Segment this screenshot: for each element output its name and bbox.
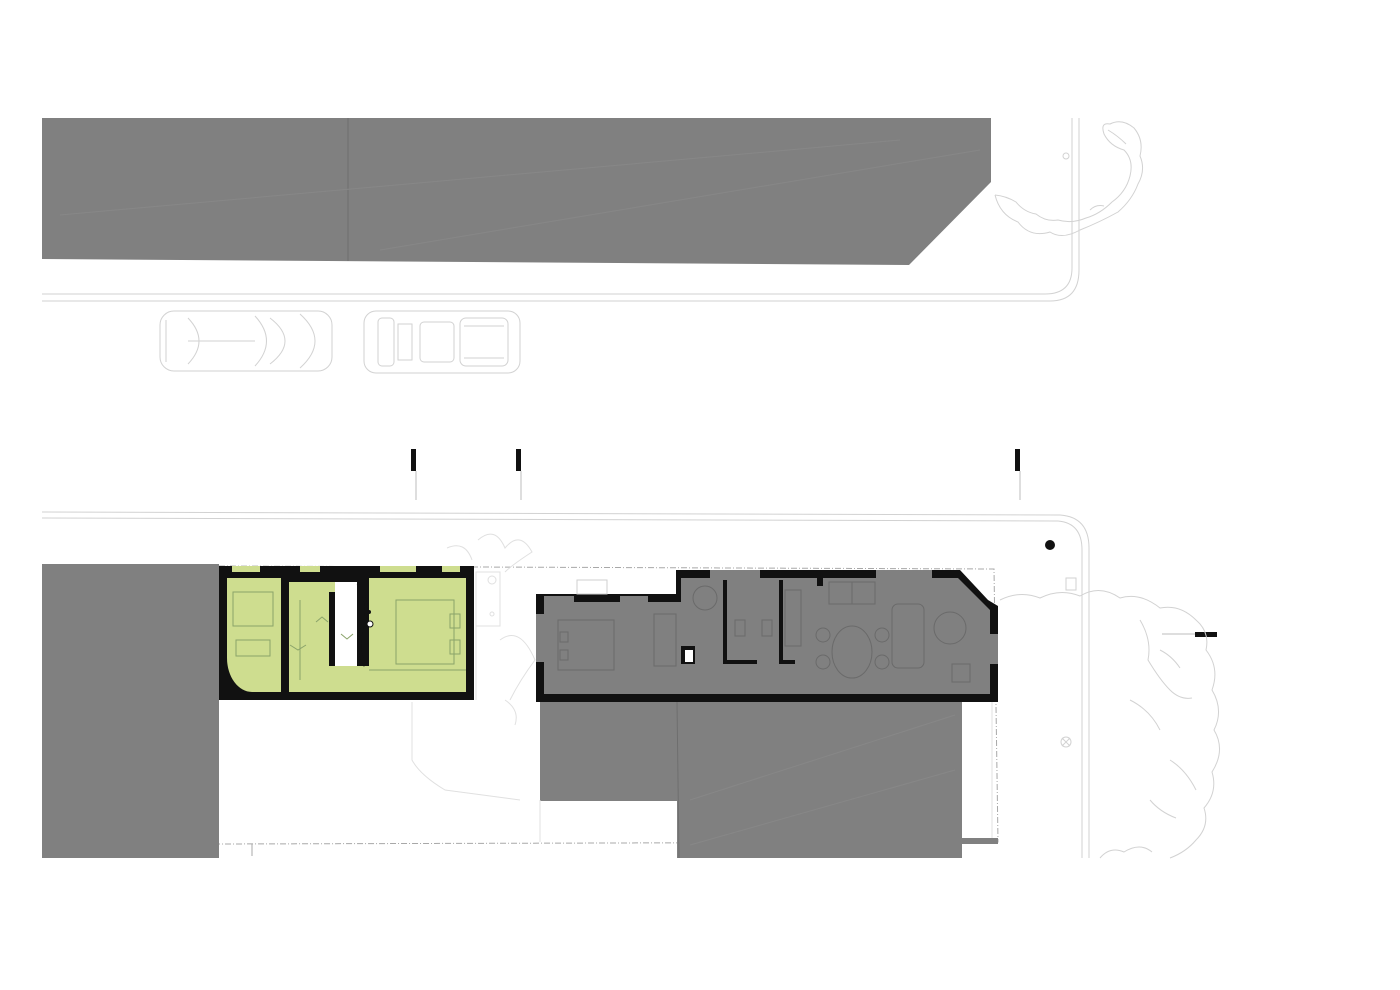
lamp-post: [1045, 540, 1055, 550]
new-extension: [219, 566, 474, 700]
site-boundary: [218, 565, 999, 845]
parked-car-2: [363, 310, 521, 374]
garden: [411, 702, 993, 842]
existing-house: [536, 570, 998, 702]
road-curb: [42, 118, 1080, 302]
rear-buildings: [540, 701, 998, 859]
parked-car-1: [159, 310, 333, 372]
pavement-line: [41, 511, 1090, 858]
tree-north: [994, 121, 1144, 236]
courtyard: [446, 533, 536, 726]
tree-east: [999, 577, 1220, 859]
block-west: [42, 564, 219, 858]
block-north: [42, 118, 991, 265]
